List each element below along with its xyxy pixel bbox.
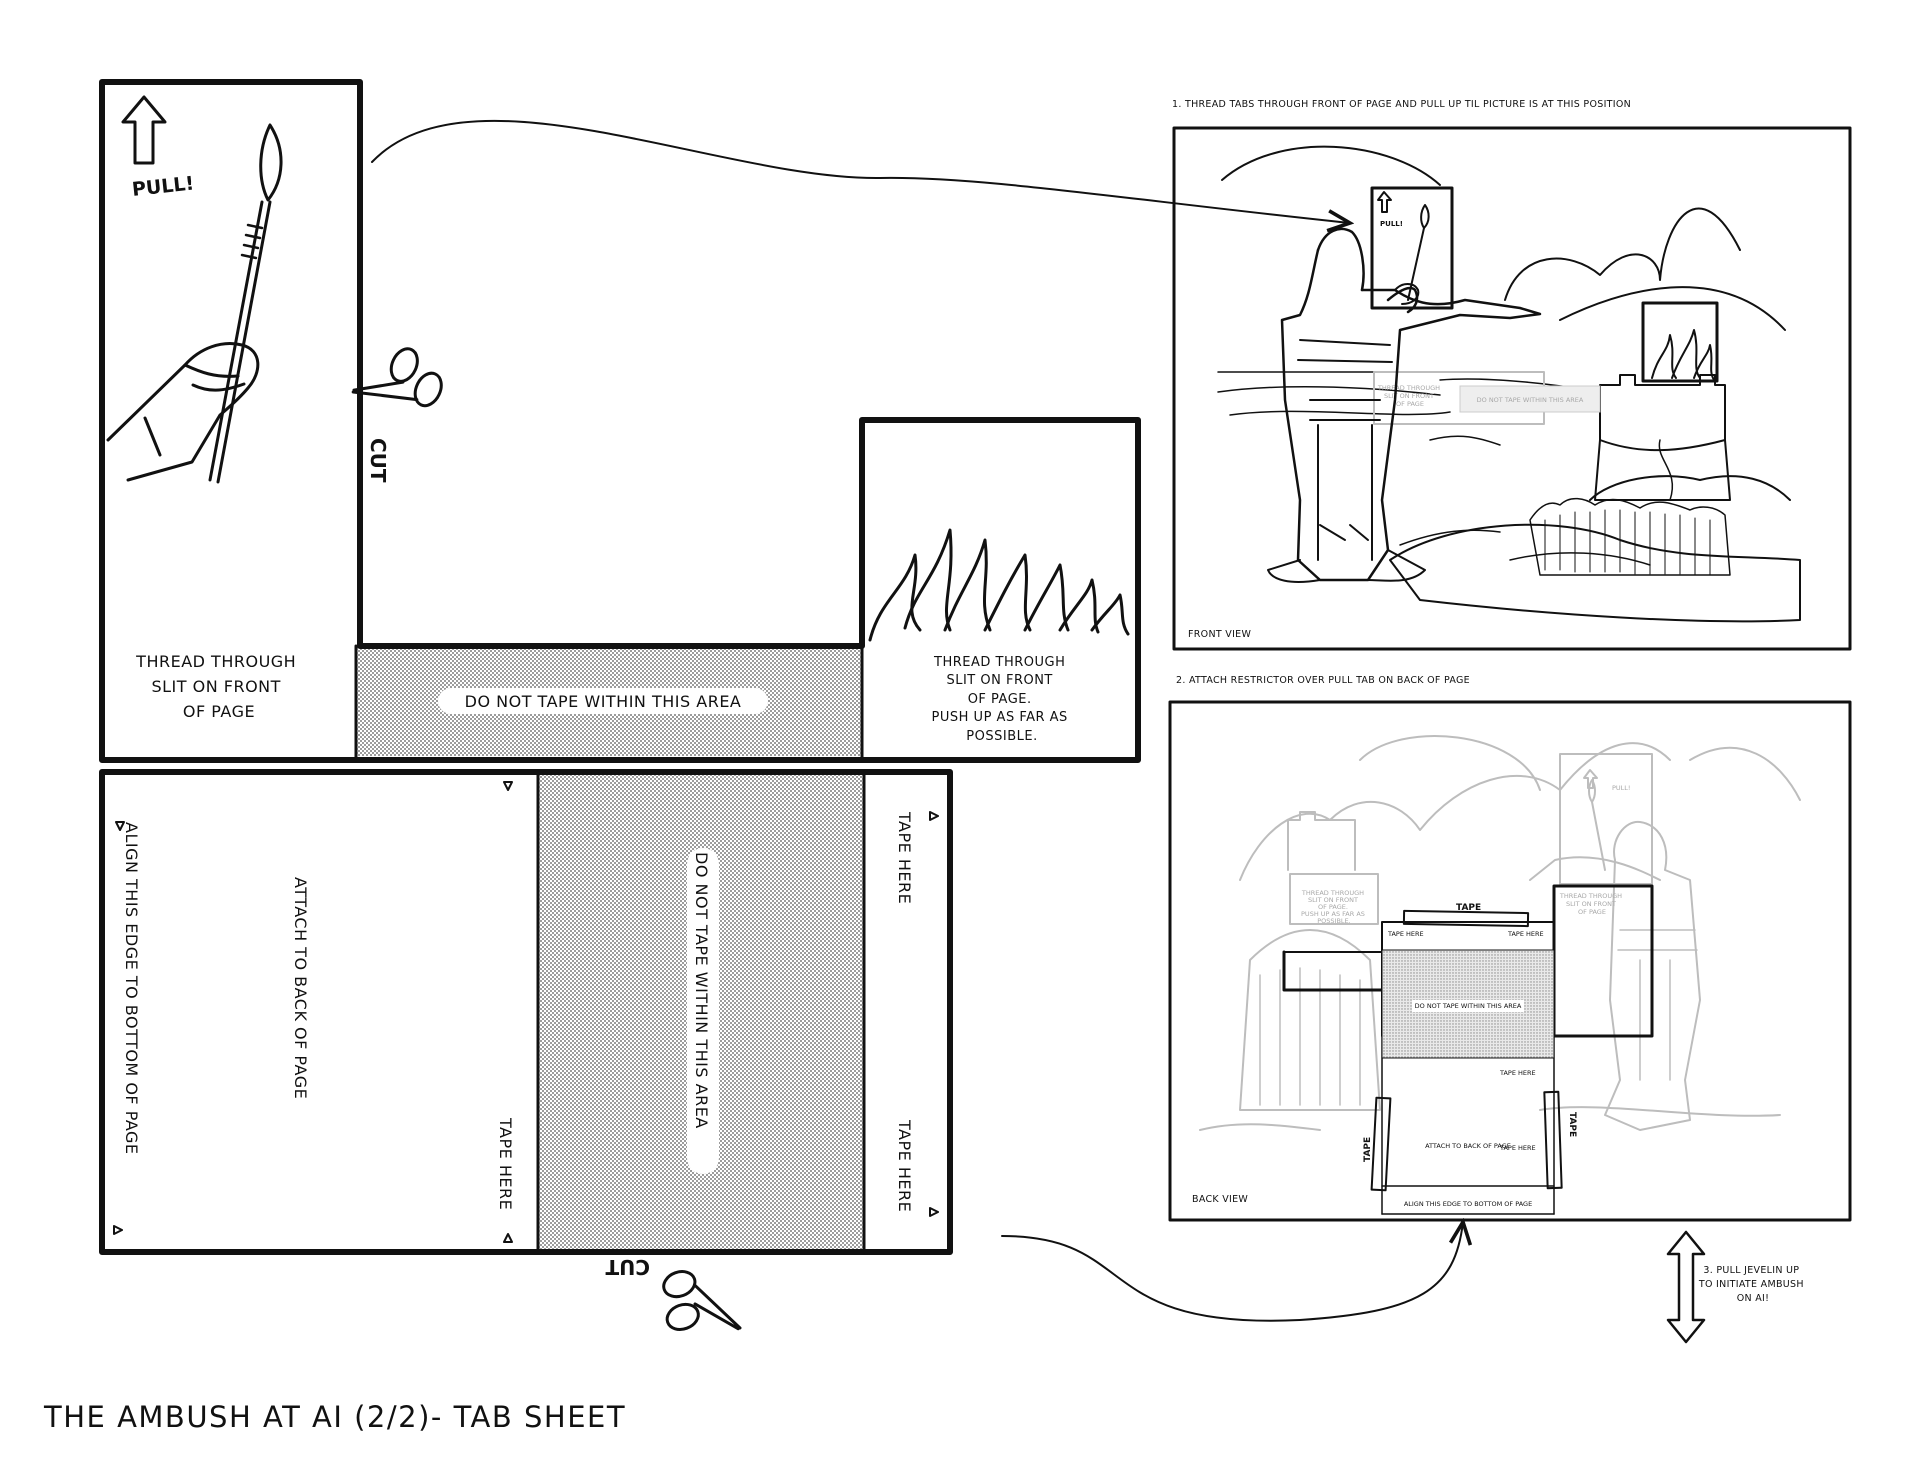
tape-label-left: TAPE	[1363, 1137, 1373, 1162]
fire-icon	[868, 528, 1130, 642]
tape-strip-top	[1402, 909, 1530, 928]
scissors-icon	[662, 1270, 742, 1331]
front-pull-mini-label: PULL!	[1380, 220, 1403, 228]
front-ghost-no-tape: DO NOT TAPE WITHIN THIS AREA	[1477, 396, 1584, 404]
front-ghost-thread: THREAD THROUGH SLIT ON FRONT OF PAGE	[1377, 384, 1442, 408]
back-ghost-pull: PULL!	[1612, 784, 1631, 792]
javelin-hand-icon	[106, 123, 283, 484]
back-align-text: ALIGN THIS EDGE TO BOTTOM OF PAGE	[1404, 1200, 1532, 1208]
step3-text: 3. PULL JEVELIN UP TO INITIATE AMBUSH ON…	[1698, 1265, 1807, 1304]
page-title: THE AMBUSH AT AI (2/2)- TAB SHEET	[44, 1400, 627, 1434]
tape-label-top: TAPE	[1456, 903, 1481, 913]
pull-tab-outline	[99, 79, 1141, 763]
back-tape-here-left: TAPE HERE	[1387, 930, 1424, 938]
pull-tab-piece: PULL! CUT THREAD	[99, 79, 1141, 763]
front-pull-tab-mini	[1370, 186, 1454, 310]
thread-right-text: THREAD THROUGH SLIT ON FRONT OF PAGE. PU…	[932, 655, 1073, 744]
no-tape-text-horizontal: DO NOT TAPE WITHIN THIS AREA	[465, 692, 742, 711]
back-tape-here-mid2: TAPE HERE	[1499, 1144, 1536, 1152]
back-view-label: BACK VIEW	[1192, 1194, 1248, 1205]
tape-label-right: TAPE	[1567, 1112, 1577, 1137]
thread-left-text: THREAD THROUGH SLIT ON FRONT OF PAGE	[135, 652, 302, 721]
back-no-tape: DO NOT TAPE WITHIN THIS AREA	[1415, 1002, 1522, 1010]
attach-back-text: ATTACH TO BACK OF PAGE	[291, 877, 310, 1099]
back-ghost-right: THREAD THROUGH SLIT ON FRONT OF PAGE	[1559, 892, 1624, 916]
cut-label-bottom: CUT	[605, 1255, 650, 1279]
army-crowd	[1529, 497, 1731, 576]
tape-strip-right	[1543, 1090, 1563, 1190]
restrictor-outline	[99, 769, 953, 1255]
connector-arrow-top	[371, 119, 1350, 223]
back-attach-text: ATTACH TO BACK OF PAGE	[1425, 1142, 1511, 1150]
cut-label-top: CUT	[366, 438, 390, 483]
front-view-panel: THREAD THROUGH SLIT ON FRONT OF PAGE DO …	[1172, 126, 1852, 651]
up-arrow-icon	[121, 95, 167, 165]
step1-text: 1. THREAD TABS THROUGH FRONT OF PAGE AND…	[1172, 99, 1631, 110]
back-tape-here-mid: TAPE HERE	[1499, 1069, 1536, 1077]
tape-here-right-top: TAPE HERE	[895, 811, 914, 904]
front-view-label: FRONT VIEW	[1188, 629, 1251, 640]
align-edge-text: ALIGN THIS EDGE TO BOTTOM OF PAGE	[122, 822, 141, 1155]
no-tape-text-vertical: DO NOT TAPE WITHIN THIS AREA	[692, 852, 711, 1129]
back-tape-here-right: TAPE HERE	[1507, 930, 1544, 938]
fortress-icon	[1589, 374, 1791, 501]
tape-here-left: TAPE HERE	[496, 1117, 515, 1210]
front-view-frame	[1172, 126, 1852, 651]
pull-label: PULL!	[131, 172, 195, 200]
tape-here-right-bottom: TAPE HERE	[895, 1119, 914, 1212]
step2-text: 2. ATTACH RESTRICTOR OVER PULL TAB ON BA…	[1176, 675, 1470, 686]
back-view-frame	[1168, 700, 1852, 1222]
double-arrow-icon	[1666, 1230, 1706, 1344]
restrictor-piece: ALIGN THIS EDGE TO BOTTOM OF PAGE ATTACH…	[99, 769, 953, 1331]
scissors-icon	[351, 347, 443, 408]
back-view-panel: PULL! THREAD THROUGH SLIT ON FRONT OF PA…	[1168, 700, 1852, 1222]
tape-strip-left	[1370, 1096, 1392, 1192]
back-ghost-left: THREAD THROUGH SLIT ON FRONT OF PAGE. PU…	[1301, 889, 1367, 925]
joshua-figure	[1267, 227, 1542, 583]
connector-arrow-bottom	[1001, 1222, 1463, 1322]
